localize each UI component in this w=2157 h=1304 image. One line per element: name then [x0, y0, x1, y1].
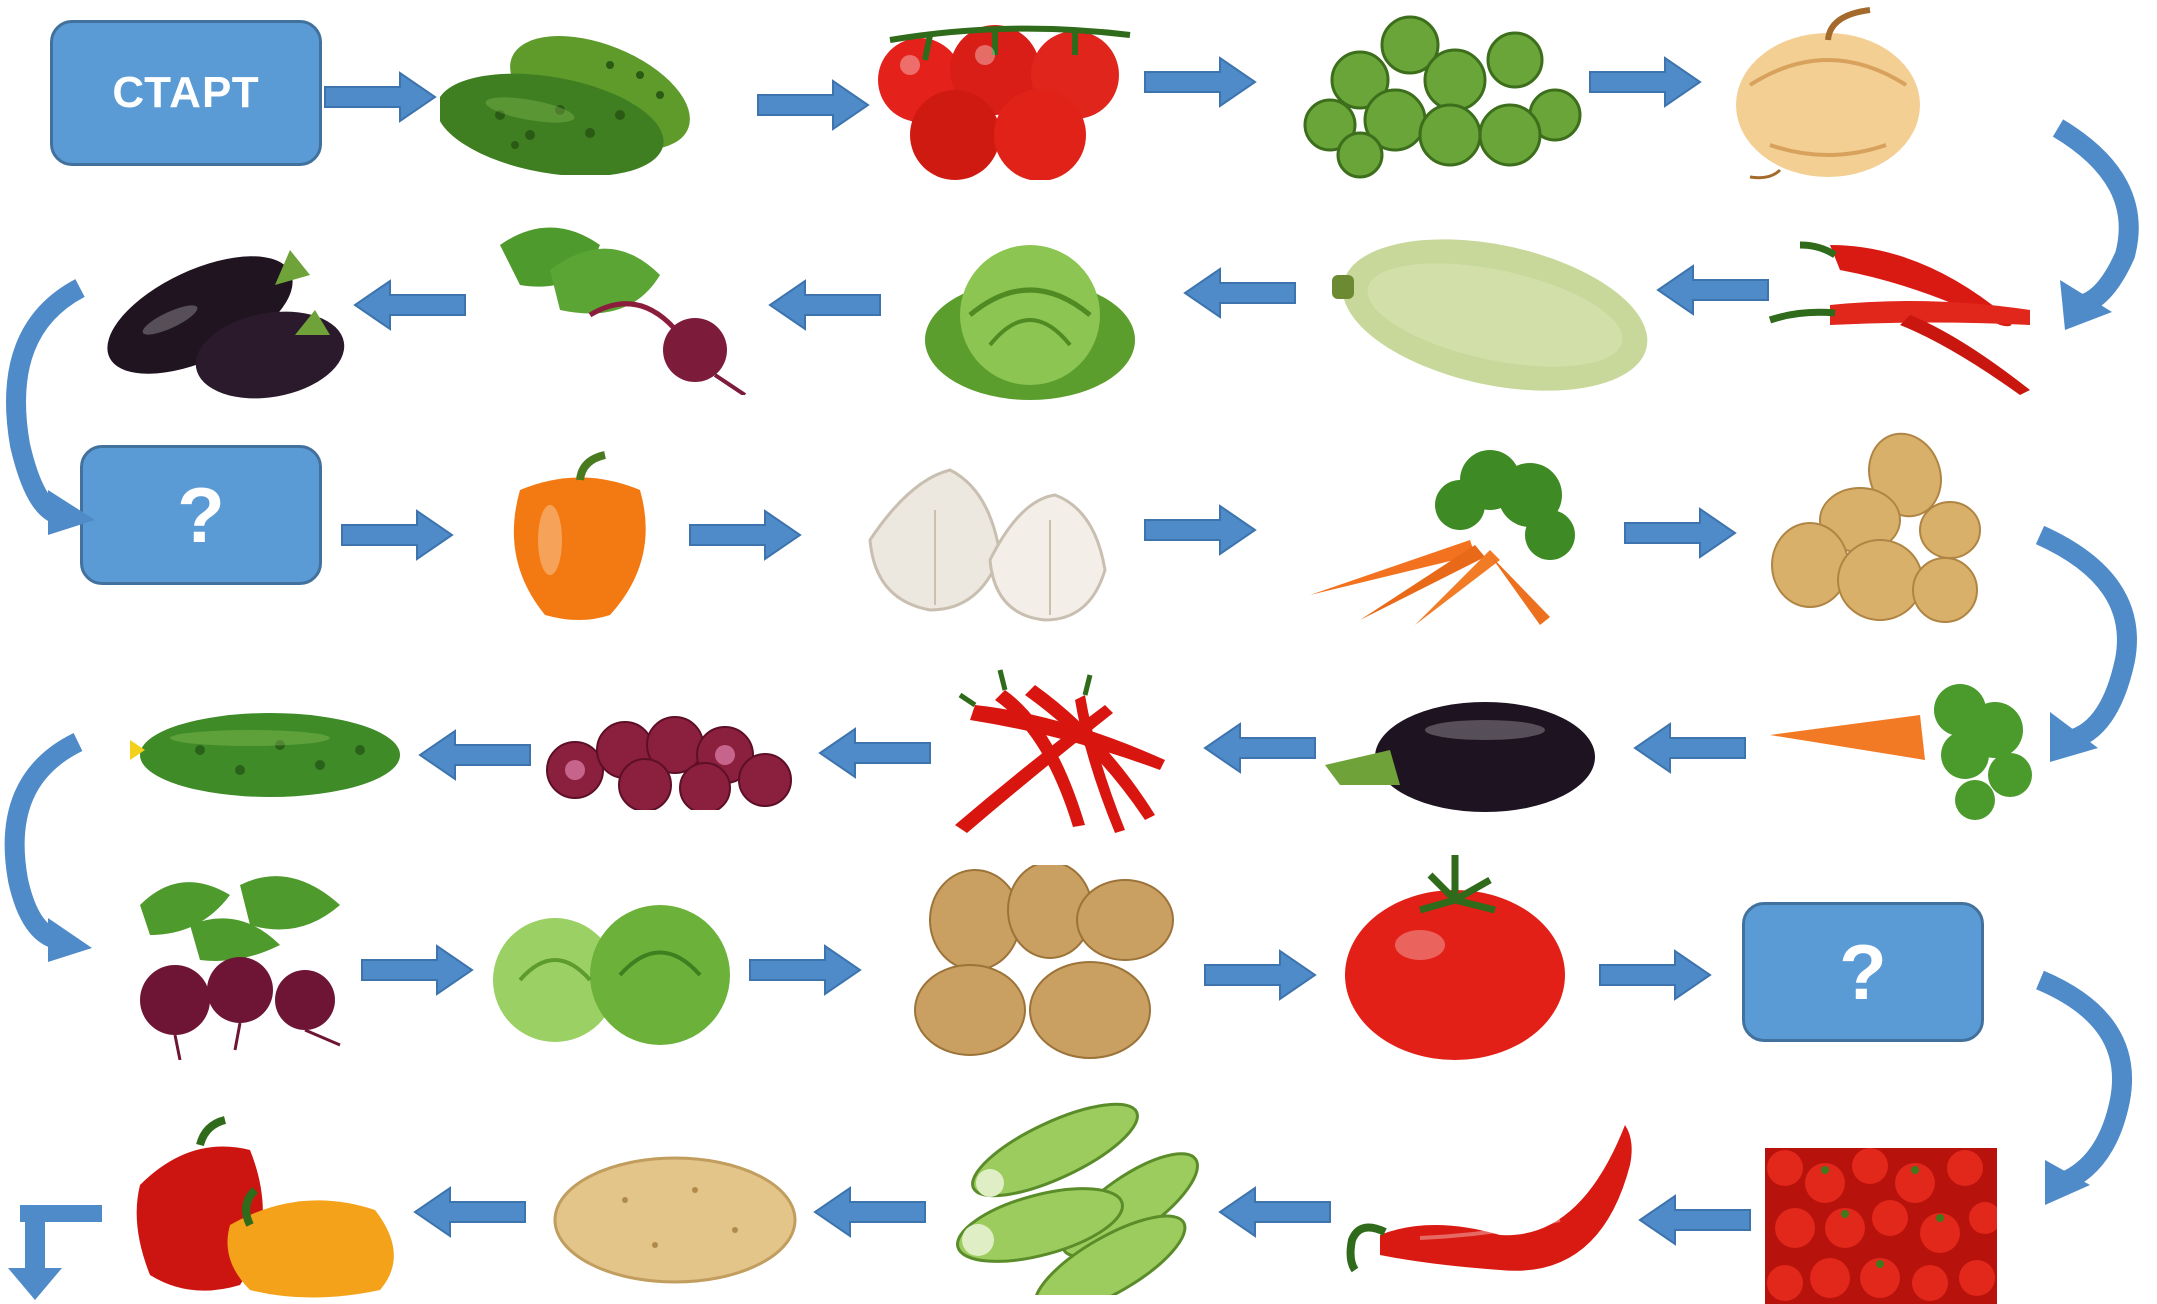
arrow-left-icon — [1185, 269, 1295, 317]
arrow-left-icon — [1640, 1196, 1750, 1244]
red-peppers-pile-image[interactable] — [1765, 1148, 1997, 1304]
arrow-right-icon — [1205, 951, 1315, 999]
potato-image[interactable] — [545, 1150, 805, 1290]
onion-image[interactable] — [1710, 5, 1940, 180]
arrow-left-icon — [420, 731, 530, 779]
bell-pepper-orange-image[interactable] — [490, 450, 670, 625]
curved-arrow-icon — [15, 742, 78, 940]
beetroot-image[interactable] — [490, 215, 760, 395]
carrot-image[interactable] — [1760, 670, 2040, 830]
zucchinis-image[interactable] — [950, 1095, 1220, 1295]
arrow-right-icon — [325, 73, 435, 121]
cucumbers-image[interactable] — [440, 15, 740, 175]
brussels-sprouts-image[interactable] — [1300, 10, 1590, 180]
arrow-left-icon — [1205, 724, 1315, 772]
beets-image[interactable] — [110, 865, 380, 1060]
garlic-image[interactable] — [840, 460, 1120, 630]
arrow-left-icon — [1658, 266, 1768, 314]
arrow-right-icon — [1600, 951, 1710, 999]
potatoes-image[interactable] — [1750, 430, 2000, 630]
eggplant-image[interactable] — [1320, 695, 1600, 825]
start-box[interactable]: СТАРТ — [50, 20, 322, 166]
cucumber-image[interactable] — [120, 700, 410, 810]
question-box-2[interactable]: ? — [1742, 902, 1984, 1042]
tomato-image[interactable] — [1330, 855, 1580, 1065]
cabbage-image[interactable] — [920, 225, 1140, 405]
arrow-right-icon — [1625, 509, 1735, 557]
chili-peppers-image[interactable] — [1760, 225, 2030, 400]
arrow-left-icon — [355, 281, 465, 329]
tomato-bunch-image[interactable] — [870, 10, 1150, 180]
curved-arrow-icon — [16, 288, 80, 515]
eggplants-image[interactable] — [100, 220, 350, 405]
arrow-right-icon — [758, 81, 868, 129]
curved-arrow-icon — [2040, 980, 2122, 1180]
red-chilies-image[interactable] — [945, 665, 1185, 835]
red-onions-image[interactable] — [535, 700, 805, 810]
curved-arrow-icon — [2058, 128, 2129, 305]
arrow-left-icon — [1220, 1188, 1330, 1236]
arrow-right-icon — [750, 946, 860, 994]
arrow-left-icon — [770, 281, 880, 329]
arrow-right-icon — [1145, 58, 1255, 106]
potato-pile-image[interactable] — [880, 865, 1190, 1065]
carrots-bunch-image[interactable] — [1300, 445, 1610, 635]
question-box-1[interactable]: ? — [80, 445, 322, 585]
arrow-left-icon — [820, 729, 930, 777]
arrow-left-icon — [415, 1188, 525, 1236]
arrow-right-icon — [342, 511, 452, 559]
curved-arrow-icon — [2040, 535, 2127, 740]
arrow-left-icon — [815, 1188, 925, 1236]
arrow-right-icon — [690, 511, 800, 559]
red-chili-image[interactable] — [1340, 1120, 1640, 1285]
bell-peppers-image[interactable] — [130, 1115, 410, 1300]
arrow-right-icon — [1145, 506, 1255, 554]
arrow-right-icon — [1590, 58, 1700, 106]
zucchini-image[interactable] — [1320, 230, 1660, 400]
arrow-left-icon — [1635, 724, 1745, 772]
cabbages-image[interactable] — [480, 895, 740, 1045]
